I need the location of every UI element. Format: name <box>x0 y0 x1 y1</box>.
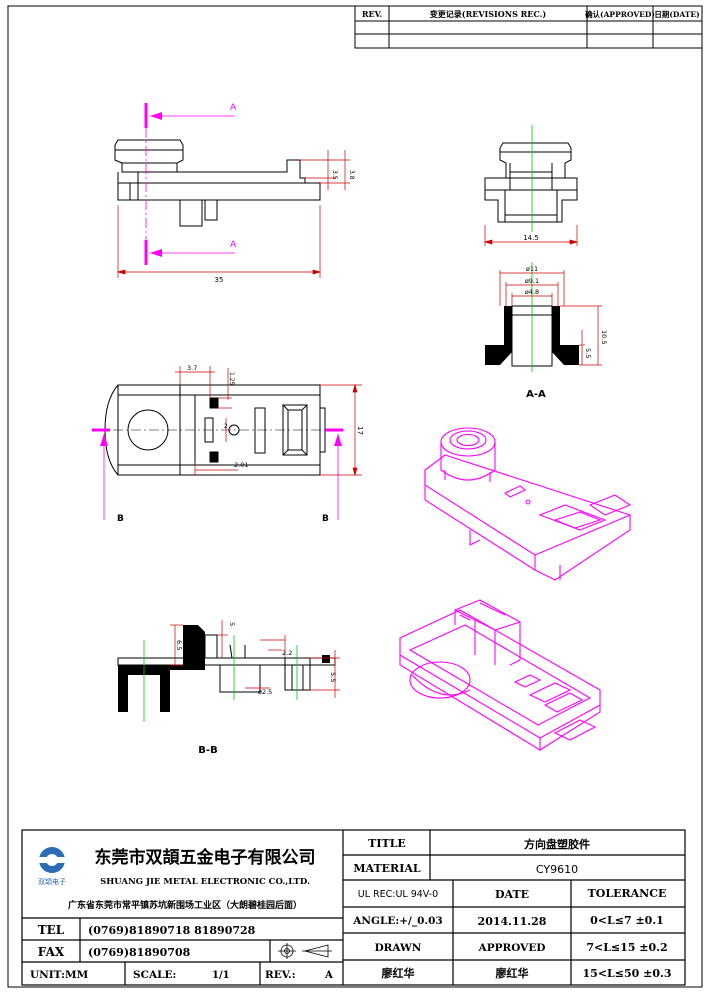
dim-front-width: 14.5 <box>523 234 539 242</box>
tolerance-row-1: 0<L≤7 ±0.1 <box>590 914 664 927</box>
date-label: DATE <box>495 888 529 901</box>
section-a-markers: A A <box>144 103 237 265</box>
rev-value: A <box>324 970 333 981</box>
tolerance-row-2: 7<L≤15 ±0.2 <box>586 941 667 954</box>
dim-top-h2: 3.8 <box>348 170 355 180</box>
dim-aa-d2: ø9.1 <box>525 277 539 285</box>
dim-aa-d3: ø4.8 <box>525 288 539 296</box>
side-view-dims <box>116 150 350 278</box>
front-view <box>484 142 578 223</box>
plan-view-dims <box>175 366 362 477</box>
section-bb-view <box>117 625 336 712</box>
section-a-label-bottom: A <box>230 240 237 250</box>
dim-top-h1: 3.5 <box>331 170 338 180</box>
isometric-view-top <box>424 427 632 581</box>
company-name-cn: 东莞市双頡五金电子有限公司 <box>95 847 316 868</box>
section-aa-label: A-A <box>526 389 546 400</box>
company-logo: 双頡电子 <box>38 847 66 886</box>
section-bb-dims <box>170 620 340 698</box>
projection-symbol <box>278 943 332 959</box>
title-block <box>21 829 686 986</box>
approved-header: 确认(APPROVED) <box>585 9 655 19</box>
dim-mid-2.01: 2.01 <box>234 461 248 469</box>
rev-header: REV. <box>362 9 383 19</box>
material-value: CY9610 <box>536 863 578 876</box>
angle-tolerance: ANGLE:+/_0.03 <box>352 915 442 928</box>
dim-aa-h1: 10.5 <box>600 330 608 344</box>
approved-value: 廖红华 <box>496 966 529 980</box>
company-address: 广东省东莞市常平镇苏坑新围场工业区（大朗碧桂园后面） <box>68 899 302 911</box>
dim-aa-h2: 5.5 <box>584 348 592 358</box>
section-aa-dims <box>499 270 602 366</box>
section-b-label-right: B <box>322 514 329 524</box>
drawn-value: 廖红华 <box>382 966 415 980</box>
date-header: 日期(DATE) <box>654 9 699 19</box>
rev-label: REV.: <box>265 969 296 981</box>
drawn-label: DRAWN <box>375 942 422 954</box>
dim-mid-17: 17 <box>356 426 364 435</box>
material-label: MATERIAL <box>353 862 421 875</box>
tel-label: TEL <box>38 923 65 937</box>
dim-aa-d1: ø11 <box>526 265 538 273</box>
title-label: TITLE <box>368 837 406 850</box>
title-value: 方向盘塑胶件 <box>524 837 590 851</box>
front-view-dims <box>483 225 579 246</box>
section-b-markers: B B <box>92 428 343 524</box>
fax-value: (0769)81890708 <box>88 946 191 959</box>
section-bb-label: B-B <box>198 745 217 756</box>
approved-label: APPROVED <box>478 942 546 954</box>
dim-bb-5.5: 5.5 <box>329 672 337 682</box>
dim-mid-2: 2 <box>224 423 228 430</box>
fax-label: FAX <box>38 945 65 959</box>
scale-label: SCALE: <box>133 969 176 981</box>
tolerance-label: TOLERANCE <box>588 887 667 900</box>
dim-bb-6.5: 6.5 <box>175 640 183 650</box>
dim-mid-1.25: 1.25 <box>228 372 235 386</box>
isometric-view-bottom <box>399 599 601 751</box>
dim-mid-3.7: 3.7 <box>187 364 197 372</box>
revision-table: REV. 变更记录(REVISIONS REC.) 确认(APPROVED) 日… <box>354 5 703 49</box>
section-b-label-left: B <box>117 514 124 524</box>
dim-bb-2.5: ø2.5 <box>258 688 272 696</box>
dim-bb-5: 5 <box>228 622 236 626</box>
date-value: 2014.11.28 <box>478 915 547 928</box>
tel-value: (0769)81890718 81890728 <box>88 924 256 937</box>
sheet-border <box>7 5 703 988</box>
ul-rec: UL REC:UL 94V-0 <box>358 889 438 900</box>
scale-value: 1/1 <box>212 970 230 981</box>
dim-top-length: 35 <box>215 276 224 284</box>
revisions-header: 变更记录(REVISIONS REC.) <box>430 9 547 19</box>
unit-label: UNIT:MM <box>30 969 89 981</box>
dim-bb-2.2: 2.2 <box>282 649 292 657</box>
section-a-label-top: A <box>230 103 237 113</box>
tolerance-row-3: 15<L≤50 ±0.3 <box>583 967 672 980</box>
logo-text: 双頡电子 <box>38 877 66 886</box>
company-name-en: SHUANG JIE METAL ELECTRONIC CO.,LTD. <box>100 877 310 887</box>
